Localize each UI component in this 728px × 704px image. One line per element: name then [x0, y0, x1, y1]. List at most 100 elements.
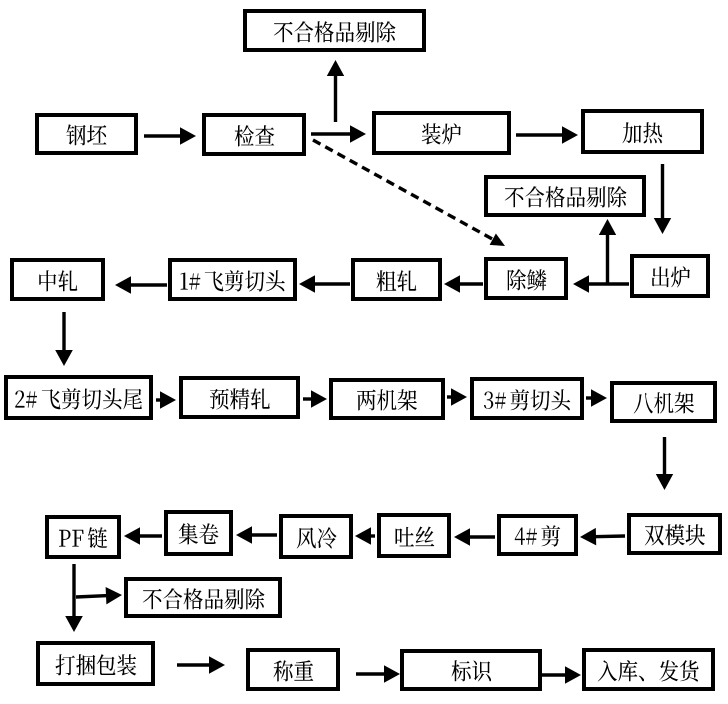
arrowhead — [444, 275, 460, 293]
edge-line — [593, 534, 626, 539]
edge-flying-shear-1-to-intermediate-rolling — [115, 276, 167, 294]
node-label-glyphs — [209, 387, 270, 410]
arrowhead — [355, 527, 371, 545]
node-descaling: 除鳞 — [484, 257, 568, 300]
node-label-glyphs — [376, 269, 417, 292]
edge-weighing-to-labeling — [356, 665, 400, 683]
arrowhead — [653, 218, 672, 234]
node-label-glyphs — [357, 389, 418, 411]
arrowhead — [350, 125, 366, 143]
edge-laying-head-to-air-cooling — [355, 527, 375, 545]
arrowhead — [326, 60, 345, 76]
edge-two-stands-to-shear-3 — [447, 388, 467, 406]
arrowhead — [489, 233, 505, 246]
arrowhead — [124, 527, 140, 545]
edge-shear-4-to-laying-head — [454, 528, 495, 546]
edge-discharging-to-reject-mid — [598, 219, 617, 285]
node-shear-3: 3#剪切头 — [470, 377, 584, 420]
node-reject-top: 不合格品剔除 — [243, 9, 426, 52]
edge-heating-to-discharging — [653, 164, 672, 234]
arrowhead — [591, 389, 607, 407]
arrowhead — [115, 276, 131, 294]
node-label-glyphs — [178, 523, 219, 545]
node-labeling: 标识 — [400, 649, 542, 691]
node-label-glyphs — [504, 186, 626, 208]
node-bundling-packing: 打捆包装 — [36, 641, 155, 686]
edge-inspection-to-descaling — [312, 138, 505, 246]
node-eight-stands: 八机架 — [610, 381, 717, 423]
edge-inspection-to-charging — [311, 125, 366, 143]
node-label-glyphs — [395, 526, 434, 547]
node-steel-billet: 钢坯 — [35, 113, 138, 155]
node-label-glyphs — [234, 124, 274, 147]
edge-double-module-to-shear-4 — [580, 527, 626, 546]
edge-intermediate-rolling-to-flying-shear-2 — [55, 312, 73, 366]
arrowhead — [573, 275, 589, 293]
edge-descaling-to-rough-rolling — [444, 275, 483, 293]
edge-charging-to-heating — [516, 126, 578, 144]
node-label-glyphs — [633, 392, 694, 414]
edge-inspection-to-reject-top — [326, 60, 345, 122]
arrowhead — [180, 127, 196, 145]
node-label-glyphs — [644, 524, 705, 546]
node-pf-chain: PF链 — [45, 515, 121, 559]
node-inspection: 检查 — [202, 113, 306, 156]
edge-coil-collecting-to-pf-chain — [124, 527, 162, 545]
node-reject-mid: 不合格品剔除 — [484, 175, 646, 217]
edge-pf-chain-to-reject-bottom — [75, 587, 122, 605]
arrowhead — [454, 528, 470, 546]
node-label-glyphs — [514, 525, 561, 547]
node-label-glyphs — [59, 527, 108, 549]
arrowhead — [311, 390, 327, 408]
edge-labeling-to-warehousing-shipping — [542, 666, 581, 684]
arrowhead — [565, 666, 581, 684]
node-laying-head: 吐丝 — [377, 513, 451, 558]
node-label-glyphs — [296, 526, 336, 549]
node-discharging: 出炉 — [630, 254, 710, 298]
node-flying-shear-2: 2#飞剪切头尾 — [4, 375, 153, 420]
node-intermediate-rolling: 中轧 — [10, 258, 105, 301]
edge-eight-stands-to-double-module — [655, 437, 674, 490]
arrowhead — [65, 616, 83, 632]
node-heating: 加热 — [581, 109, 704, 154]
node-reject-bottom: 不合格品剔除 — [124, 577, 282, 618]
arrowhead — [580, 527, 597, 546]
node-label-glyphs — [507, 268, 546, 291]
arrowhead — [236, 526, 252, 544]
arrowhead — [299, 275, 315, 293]
arrowhead — [55, 350, 73, 366]
node-warehousing-shipping: 入库、发货 — [582, 648, 715, 691]
node-label-glyphs — [39, 269, 78, 292]
node-pre-finishing-mill: 预精轧 — [179, 376, 300, 419]
arrowhead — [655, 474, 674, 490]
node-label-glyphs — [622, 121, 663, 143]
node-two-stands: 两机架 — [329, 378, 445, 420]
edge-flying-shear-2-to-pre-finishing-mill — [156, 391, 176, 409]
node-label-glyphs — [180, 269, 285, 292]
node-double-module: 双模块 — [627, 513, 722, 555]
node-charging: 装炉 — [372, 111, 511, 155]
edge-bundling-packing-to-weighing — [177, 656, 225, 674]
edge-discharging-to-descaling — [573, 275, 629, 293]
edge-line — [312, 138, 496, 242]
edge-pre-finishing-mill-to-two-stands — [303, 390, 327, 408]
node-label-glyphs — [55, 653, 136, 676]
node-label-glyphs — [273, 659, 313, 682]
edge-line — [75, 593, 109, 599]
node-flying-shear-1: 1#飞剪切头 — [168, 258, 297, 301]
arrowhead — [562, 126, 578, 144]
edge-steel-billet-to-inspection — [144, 127, 196, 145]
arrowhead — [598, 219, 617, 235]
node-coil-collecting: 集卷 — [164, 510, 233, 556]
node-label-glyphs — [451, 660, 491, 682]
node-label-glyphs — [651, 266, 690, 288]
node-label-glyphs — [598, 659, 699, 682]
node-label-glyphs — [273, 20, 396, 43]
arrowhead — [160, 391, 176, 409]
edge-shear-3-to-eight-stands — [586, 389, 607, 407]
arrowhead — [384, 665, 400, 683]
node-rough-rolling: 粗轧 — [351, 258, 442, 301]
edge-rough-rolling-to-flying-shear-1 — [299, 275, 350, 293]
